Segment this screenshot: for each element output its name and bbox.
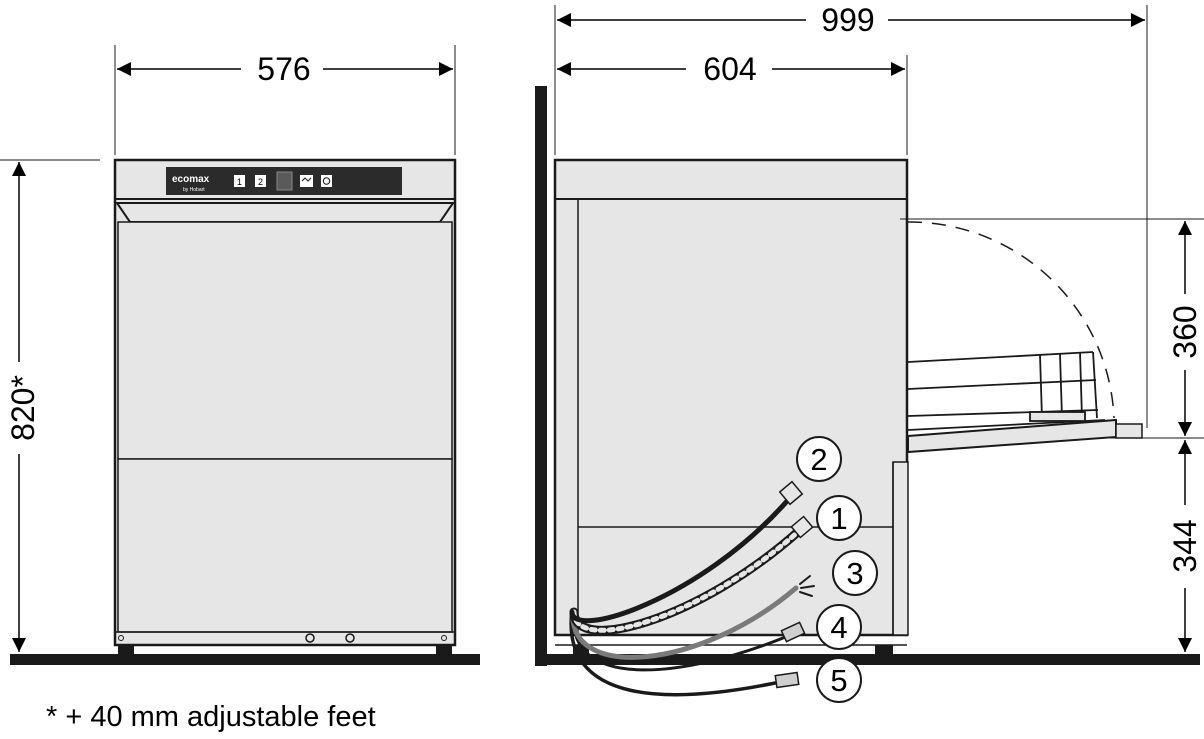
svg-text:4: 4 [830,610,847,645]
dimension-820-label: 820* [5,375,41,441]
callout-4: 4 [816,604,862,650]
floor-left [10,654,480,665]
dimension-360-label: 360 [1167,305,1203,358]
dimension-344: 344 [1167,440,1203,652]
dimension-999: 999 [557,2,1145,38]
sub-brand-logo: by Hobart [183,187,205,193]
brand-logo: ecomax [172,174,210,185]
wash-icon [300,175,313,187]
front-door [117,221,453,460]
display [276,171,293,191]
side-door-panel [892,461,909,636]
front-lower-panel [117,458,453,633]
side-view: 2 1 3 4 5 [553,158,1143,703]
front-view: ecomax by Hobart 1 2 [113,158,457,654]
connection-hoses [569,480,815,697]
svg-text:5: 5 [830,663,847,698]
callout-1: 1 [816,495,862,541]
callout-3: 3 [832,550,878,596]
door-swing-arc [907,221,1115,419]
drain-hose [570,585,799,660]
wall [535,86,547,666]
door-handle [115,202,455,223]
dimension-344-label: 344 [1167,519,1203,572]
svg-text:1: 1 [237,177,242,187]
adjustable-feet-footnote: * + 40 mm adjustable feet [46,701,376,733]
dimension-604: 604 [557,51,905,87]
service-screw-icon [345,633,355,643]
program-button-1 [234,175,245,187]
svg-text:2: 2 [810,442,827,477]
callout-5: 5 [816,657,862,703]
dish-rack [907,351,1106,431]
front-foot-left [118,645,134,654]
power-cable [569,608,782,697]
dimension-604-label: 604 [703,51,756,87]
svg-text:3: 3 [846,556,863,591]
dimension-576: 576 [117,51,453,87]
side-foot-rear [573,645,589,654]
program-button-2 [255,175,266,187]
floor-right [535,654,1200,665]
control-panel: ecomax by Hobart 1 2 [166,167,402,195]
power-icon [321,175,332,187]
service-screw-icon [305,633,315,643]
door-handle-open [1115,423,1143,439]
dimension-820: 820* [5,162,41,652]
callout-2: 2 [796,436,842,482]
front-foot-right [436,645,452,654]
dimension-576-label: 576 [257,51,310,87]
dimension-360: 360 [1167,221,1203,436]
dimension-lines [0,5,1204,439]
black-hose [569,497,791,624]
dimension-999-label: 999 [821,2,874,38]
side-foot-front [875,645,893,654]
svg-text:1: 1 [830,501,847,536]
svg-text:2: 2 [258,177,263,187]
